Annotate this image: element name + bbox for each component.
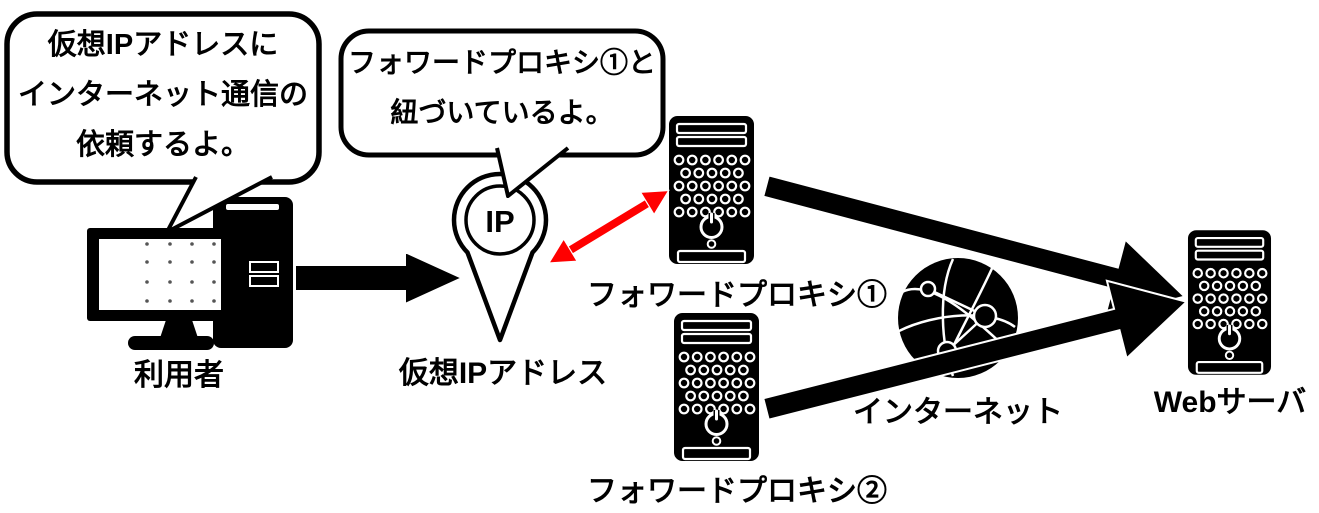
speech-bubble-ip-text: フォワードプロキシ①と 紐づいているよ。: [341, 38, 663, 138]
desktop-computer-icon: [87, 197, 293, 350]
virtual-ip-label: 仮想IPアドレス: [398, 357, 608, 390]
bubble-ip-line1: フォワードプロキシ①と: [347, 47, 656, 78]
arrow-virtual-ip-proxy1-red: [547, 189, 670, 264]
arrow-proxy2-to-webserver: [762, 279, 1189, 421]
bubble-user-line2: インターネット通信の: [17, 79, 308, 111]
user-label: 利用者: [134, 359, 224, 392]
bubble-user-line3: 依頼するよ。: [75, 129, 250, 161]
bubble-ip-line2: 紐づいているよ。: [390, 97, 614, 128]
web-server-label: Webサーバ: [1153, 386, 1307, 419]
server-tower-icon-webserver: [1187, 228, 1272, 377]
forward-proxy-2-label: フォワードプロキシ②: [587, 475, 887, 508]
speech-bubble-user-text: 仮想IPアドレスに インターネット通信の 依頼するよ。: [7, 20, 319, 170]
server-tower-icon-proxy2: [673, 311, 760, 463]
speech-bubble-user: [4, 11, 322, 234]
bubble-user-line1: 仮想IPアドレスに: [47, 29, 279, 61]
server-tower-icon-proxy1: [668, 115, 755, 265]
map-pin-icon: IP: [451, 171, 549, 343]
speech-bubble-virtual-ip: [338, 28, 666, 198]
internet-label: インターネット: [853, 396, 1063, 429]
forward-proxy-1-label: フォワードプロキシ①: [587, 279, 887, 312]
arrow-user-to-virtual-ip: [294, 250, 465, 306]
pin-ip-text: IP: [485, 204, 514, 239]
